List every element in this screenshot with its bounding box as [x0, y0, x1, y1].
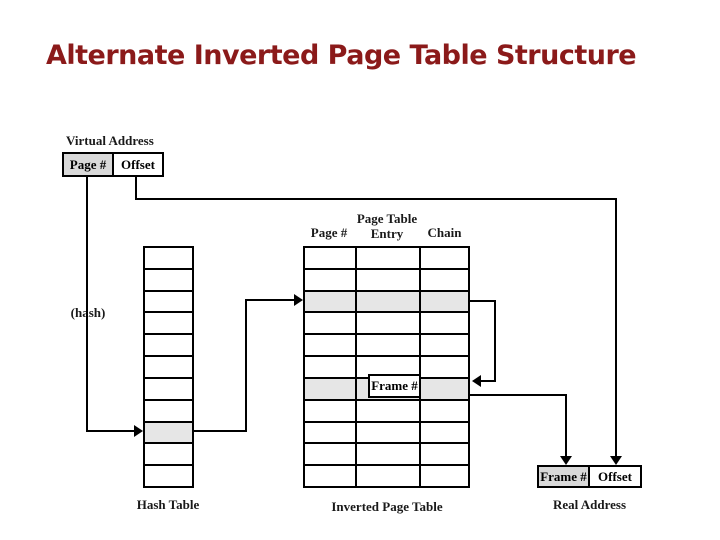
- frame-line-horizontal: [470, 394, 567, 396]
- inverted-page-table-cell-r7-c1: [357, 400, 421, 421]
- arrowhead-chain-into-row: [472, 375, 481, 387]
- inverted-page-table-cell-r10-c2: [421, 466, 468, 486]
- inverted-page-table-cell-r4-c1: [357, 335, 421, 356]
- inverted-page-table-cell-r1-c0: [305, 269, 357, 290]
- inverted-page-table-cell-r4-c2: [421, 335, 468, 355]
- real-address-label: Real Address: [552, 497, 627, 512]
- inverted-page-table-cell-r8-c2: [421, 423, 468, 443]
- virtual-address-label: Virtual Address: [66, 133, 154, 148]
- real-address-offset-cell: Offset: [590, 467, 640, 486]
- inverted-page-table-cell-r1-c2: [421, 270, 468, 290]
- inverted-page-table-row-7: [305, 400, 468, 423]
- inverted-page-table-row-10: [305, 466, 468, 486]
- inverted-page-table-cell-r5-c1: [357, 357, 421, 377]
- inverted-page-table-cell-r5-c2: [421, 357, 468, 377]
- ipt-header-page-table-entry-line1: Page Table: [356, 211, 418, 226]
- frame-pointer-box: Frame #: [368, 374, 421, 398]
- inverted-page-table-cell-r3-c2: [421, 313, 468, 333]
- inverted-page-table-cell-r9-c2: [421, 444, 468, 464]
- chain-line-vertical: [494, 300, 496, 382]
- inverted-page-table-row-2: [305, 291, 468, 314]
- hash-to-ipt-line-horizontal-bottom: [194, 430, 247, 432]
- slide-title: Alternate Inverted Page Table Structure: [46, 40, 637, 71]
- hash-table: [143, 246, 194, 488]
- inverted-page-table-cell-r2-c2: [421, 291, 468, 312]
- arrowhead-into-real-frame: [560, 456, 572, 465]
- arrowhead-into-real-offset: [610, 456, 622, 465]
- inverted-page-table-cell-r2-c0: [305, 291, 357, 312]
- hash-table-row-10: [145, 466, 192, 486]
- inverted-page-table-cell-r10-c1: [357, 466, 421, 486]
- inverted-page-table-row-0: [305, 248, 468, 270]
- hash-table-label: Hash Table: [136, 497, 200, 512]
- frame-line-vertical: [565, 394, 567, 456]
- inverted-page-table-cell-r2-c1: [357, 291, 421, 312]
- hash-table-row-7: [145, 401, 192, 423]
- inverted-page-table-cell-r7-c0: [305, 400, 357, 421]
- inverted-page-table-cell-r6-c2: [421, 378, 468, 399]
- inverted-page-table-cell-r9-c0: [305, 444, 357, 465]
- hash-table-row-9: [145, 444, 192, 467]
- ipt-header-page-table-entry-line2: Entry: [370, 226, 404, 241]
- hash-table-row-1: [145, 270, 192, 292]
- inverted-page-table-cell-r4-c0: [305, 335, 357, 356]
- chain-line-back: [481, 380, 496, 382]
- hash-table-row-5: [145, 357, 192, 379]
- inverted-page-table-row-4: [305, 335, 468, 358]
- offset-line-vertical-right: [615, 198, 617, 456]
- ipt-header-page: Page #: [310, 225, 348, 240]
- ipt-header-chain: Chain: [427, 225, 462, 240]
- inverted-page-table-cell-r0-c2: [421, 248, 468, 268]
- arrowhead-into-hash-table: [134, 425, 143, 437]
- inverted-page-table-cell-r6-c0: [305, 378, 357, 399]
- real-address-box: Frame # Offset: [537, 465, 642, 488]
- inverted-page-table-cell-r9-c1: [357, 444, 421, 465]
- virtual-address-offset-cell: Offset: [114, 154, 162, 175]
- offset-line-vertical-top: [135, 177, 137, 200]
- hash-table-row-0: [145, 248, 192, 270]
- hash-table-row-6: [145, 379, 192, 401]
- hash-table-row-2: [145, 292, 192, 314]
- arrowhead-into-ipt-row: [294, 294, 303, 306]
- inverted-page-table-row-1: [305, 269, 468, 292]
- hash-table-row-4: [145, 335, 192, 358]
- virtual-address-page-cell: Page #: [64, 154, 114, 175]
- inverted-page-table-label: Inverted Page Table: [331, 499, 443, 514]
- page-number-hash-line-horizontal: [86, 430, 134, 432]
- page-number-hash-line-vertical: [86, 177, 88, 431]
- inverted-page-table-cell-r7-c2: [421, 401, 468, 421]
- hash-function-label: (hash): [70, 305, 106, 320]
- inverted-page-table-row-3: [305, 313, 468, 336]
- inverted-page-table: [303, 246, 470, 488]
- real-address-frame-cell: Frame #: [539, 467, 590, 486]
- inverted-page-table-cell-r0-c1: [357, 248, 421, 268]
- virtual-address-box: Page # Offset: [62, 152, 164, 177]
- inverted-page-table-cell-r5-c0: [305, 357, 357, 377]
- inverted-page-table-cell-r8-c1: [357, 422, 421, 443]
- inverted-page-table-row-8: [305, 422, 468, 445]
- inverted-page-table-row-9: [305, 444, 468, 467]
- offset-line-horizontal: [135, 198, 617, 200]
- inverted-page-table-cell-r1-c1: [357, 269, 421, 290]
- inverted-page-table-cell-r3-c1: [357, 313, 421, 334]
- hash-to-ipt-line-horizontal-top: [245, 299, 295, 301]
- inverted-page-table-cell-r3-c0: [305, 313, 357, 334]
- hash-table-row-3: [145, 313, 192, 336]
- inverted-page-table-cell-r10-c0: [305, 466, 357, 486]
- hash-to-ipt-line-vertical: [245, 299, 247, 432]
- hash-table-row-8: [145, 422, 192, 445]
- inverted-page-table-cell-r0-c0: [305, 248, 357, 268]
- inverted-page-table-cell-r8-c0: [305, 422, 357, 443]
- chain-line-out: [470, 300, 496, 302]
